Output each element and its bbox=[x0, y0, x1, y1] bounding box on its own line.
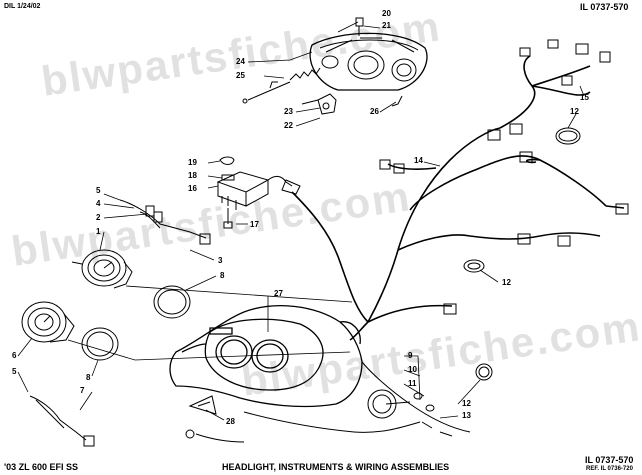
callout-11: 11 bbox=[408, 379, 417, 388]
headlight-bracket bbox=[301, 93, 403, 115]
callout-21: 21 bbox=[382, 21, 391, 30]
speedometer bbox=[71, 249, 133, 289]
page-title: HEADLIGHT, INSTRUMENTS & WIRING ASSEMBLI… bbox=[222, 462, 450, 472]
illustration-number-bottom: IL 0737-570 bbox=[585, 455, 634, 465]
callout-2: 2 bbox=[96, 213, 101, 222]
instrument-console bbox=[169, 305, 363, 408]
callout-8a: 8 bbox=[220, 271, 225, 280]
callout-3: 3 bbox=[218, 256, 223, 265]
callout-20: 20 bbox=[382, 9, 391, 18]
callout-5b: 5 bbox=[12, 367, 17, 376]
wiring-harness bbox=[291, 55, 625, 341]
callout-17: 17 bbox=[250, 220, 259, 229]
callout-27: 27 bbox=[274, 289, 283, 298]
callout-18: 18 bbox=[188, 171, 197, 180]
callout-labels: 20 21 24 25 23 22 26 19 18 16 17 14 15 1… bbox=[12, 9, 589, 426]
callout-28: 28 bbox=[226, 417, 235, 426]
callout-25: 25 bbox=[236, 71, 245, 80]
callout-12a: 12 bbox=[570, 107, 579, 116]
callout-7: 7 bbox=[80, 386, 85, 395]
date-code: DIL 1/24/02 bbox=[4, 3, 41, 10]
model-label: '03 ZL 600 EFI SS bbox=[4, 462, 79, 472]
speedometer-bezel bbox=[153, 285, 191, 319]
callout-22: 22 bbox=[284, 121, 293, 130]
callout-24: 24 bbox=[236, 57, 245, 66]
callout-12c: 12 bbox=[462, 399, 471, 408]
gauge-leads bbox=[29, 199, 211, 447]
callout-6: 6 bbox=[12, 351, 17, 360]
illustration-number-top: IL 0737-570 bbox=[580, 2, 629, 12]
callout-13: 13 bbox=[462, 411, 471, 420]
callout-12b: 12 bbox=[502, 278, 511, 287]
callout-15: 15 bbox=[580, 93, 589, 102]
tachometer-bezel bbox=[81, 327, 119, 361]
voltage-regulator bbox=[216, 156, 301, 229]
leader-lines bbox=[17, 21, 585, 421]
harness-clips bbox=[463, 127, 581, 381]
callout-19: 19 bbox=[188, 158, 197, 167]
reference-code: REF. IL 0736-720 bbox=[586, 466, 633, 472]
callout-26: 26 bbox=[370, 107, 379, 116]
tachometer bbox=[21, 301, 75, 343]
callout-8b: 8 bbox=[86, 373, 91, 382]
callout-23: 23 bbox=[284, 107, 293, 116]
speedometer-cable bbox=[185, 361, 471, 443]
callout-10: 10 bbox=[408, 365, 417, 374]
callout-16: 16 bbox=[188, 184, 197, 193]
adjuster-spring bbox=[242, 67, 321, 104]
callout-9: 9 bbox=[408, 351, 413, 360]
harness-connectors bbox=[379, 39, 629, 315]
warning-decal bbox=[188, 395, 217, 415]
callout-4: 4 bbox=[96, 199, 101, 208]
callout-14: 14 bbox=[414, 156, 423, 165]
headlight-assembly bbox=[309, 17, 428, 91]
callout-1: 1 bbox=[96, 227, 101, 236]
callout-5a: 5 bbox=[96, 186, 101, 195]
